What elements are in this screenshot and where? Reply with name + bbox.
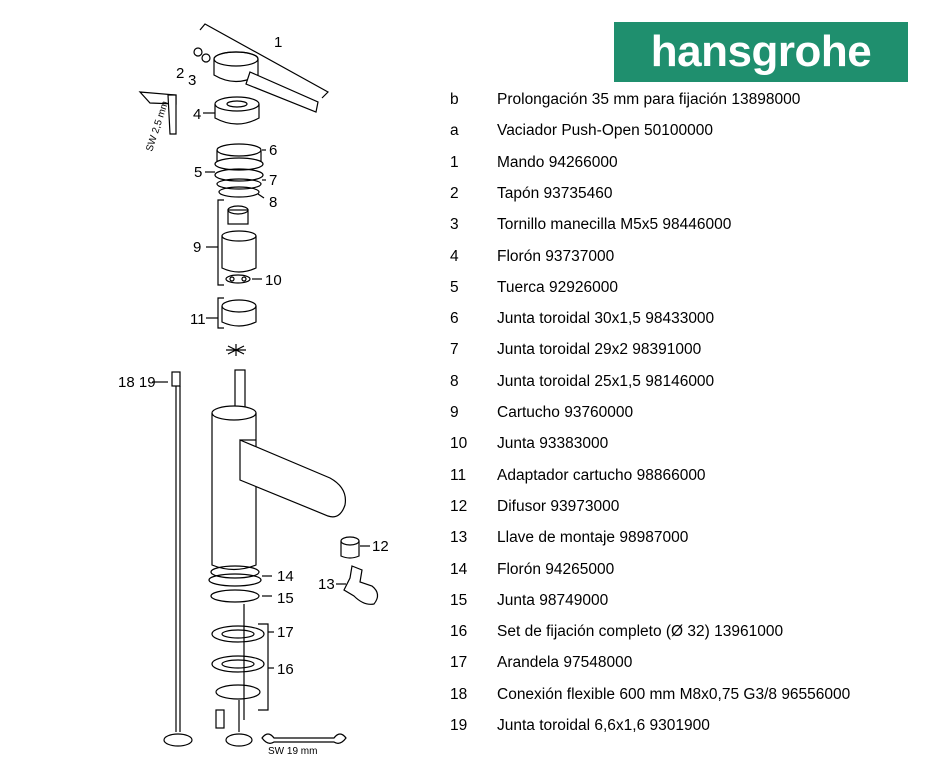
- hex-key-icon: SW 2,5 mm: [138, 91, 177, 153]
- aerator-and-key: 12 13: [318, 536, 389, 605]
- part-code: 11: [450, 466, 467, 484]
- callout-13: 13: [318, 576, 335, 593]
- part-code: 13: [450, 529, 468, 547]
- part-code: 3: [450, 216, 459, 234]
- callout-2: 2: [176, 65, 184, 82]
- part-description: Junta toroidal 30x1,5 98433000: [497, 310, 715, 328]
- callout-18-19: 18 19: [118, 374, 156, 391]
- hex-key-label: SW 2,5 mm: [144, 100, 171, 153]
- part-description: Arandela 97548000: [497, 654, 633, 672]
- wrench-icon: SW 19 mm: [261, 733, 347, 757]
- callout-4: 4: [193, 106, 201, 123]
- part-description: Tapón 93735460: [497, 184, 613, 202]
- callout-1: 1: [274, 34, 282, 51]
- part-description: Llave de montaje 98987000: [497, 529, 689, 547]
- part-description: Tornillo manecilla M5x5 98446000: [497, 216, 732, 234]
- part-description: Adaptador cartucho 98866000: [497, 466, 706, 484]
- part-code: 5: [450, 278, 459, 296]
- handle-callout-bracket: 1: [199, 23, 329, 99]
- part-description: Florón 93737000: [497, 247, 615, 265]
- exploded-view-diagram: 1 SW 2,5 mm 2 3 4 6: [118, 23, 389, 757]
- part-description: Set de fijación completo (Ø 32) 13961000: [497, 623, 784, 641]
- part-description: Cartucho 93760000: [497, 404, 634, 421]
- part-description: Vaciador Push-Open 50100000: [497, 122, 714, 140]
- wrench-label: SW 19 mm: [268, 746, 317, 757]
- flexible-hoses: 18 19: [118, 371, 253, 747]
- part-code: 8: [450, 372, 459, 390]
- callout-3: 3: [188, 72, 196, 89]
- part-code: 7: [450, 341, 459, 359]
- part-code: a: [450, 122, 459, 140]
- callout-6: 6: [269, 142, 277, 159]
- part-description: Tuerca 92926000: [497, 278, 618, 296]
- brand-wordmark: hansgrohe: [650, 27, 872, 76]
- part-code: 19: [450, 717, 468, 734]
- part-description: Difusor 93973000: [497, 497, 620, 515]
- callout-5: 5: [194, 164, 202, 181]
- part-code: 4: [450, 247, 459, 265]
- part-code: 1: [450, 153, 459, 171]
- handle-knob: [213, 51, 319, 113]
- mounting-parts: 14 15 17 16: [208, 565, 294, 720]
- part-description: Junta toroidal 29x2 98391000: [497, 341, 702, 359]
- cross-piece: [226, 344, 246, 356]
- part-description: Mando 94266000: [497, 153, 618, 171]
- faucet-body: [211, 369, 347, 571]
- escutcheon-part: 4: [193, 96, 260, 125]
- part-code: 2: [450, 184, 459, 202]
- cartridge-part: 9: [193, 199, 257, 286]
- part-code: 6: [450, 310, 459, 328]
- part-code: 14: [450, 560, 468, 578]
- screw-parts: 2 3: [176, 47, 211, 89]
- part-description: Prolongación 35 mm para fijación 1389800…: [497, 91, 801, 108]
- callout-8: 8: [269, 194, 277, 211]
- part-code: 17: [450, 654, 468, 672]
- callout-9: 9: [193, 239, 201, 256]
- hansgrohe-logo: hansgrohe: [614, 22, 908, 82]
- part-code: b: [450, 91, 459, 108]
- nut-and-orings: 6 5 7 8: [194, 142, 277, 211]
- callout-16: 16: [277, 661, 294, 678]
- callout-12: 12: [372, 538, 389, 555]
- part-code: 15: [450, 591, 468, 609]
- callout-15: 15: [277, 590, 294, 607]
- part-description: Junta 98749000: [497, 591, 609, 609]
- part-description: Conexión flexible 600 mm M8x0,75 G3/8 96…: [497, 685, 851, 703]
- callout-7: 7: [269, 172, 277, 189]
- callout-11: 11: [190, 311, 206, 328]
- part-code: 9: [450, 404, 459, 421]
- part-description: Florón 94265000: [497, 560, 615, 578]
- part-code: 18: [450, 685, 468, 703]
- gasket-part: 10: [225, 272, 282, 289]
- part-code: 16: [450, 623, 468, 641]
- part-description: Junta toroidal 25x1,5 98146000: [497, 372, 715, 390]
- cartridge-adapter-part: 11: [190, 297, 257, 329]
- callout-10: 10: [265, 272, 282, 289]
- part-description: Junta toroidal 6,6x1,6 9301900: [497, 717, 710, 734]
- part-code: 12: [450, 497, 468, 515]
- callout-14: 14: [277, 568, 294, 585]
- part-code: 10: [450, 435, 468, 453]
- callout-17: 17: [277, 624, 294, 641]
- part-description: Junta 93383000: [497, 435, 609, 453]
